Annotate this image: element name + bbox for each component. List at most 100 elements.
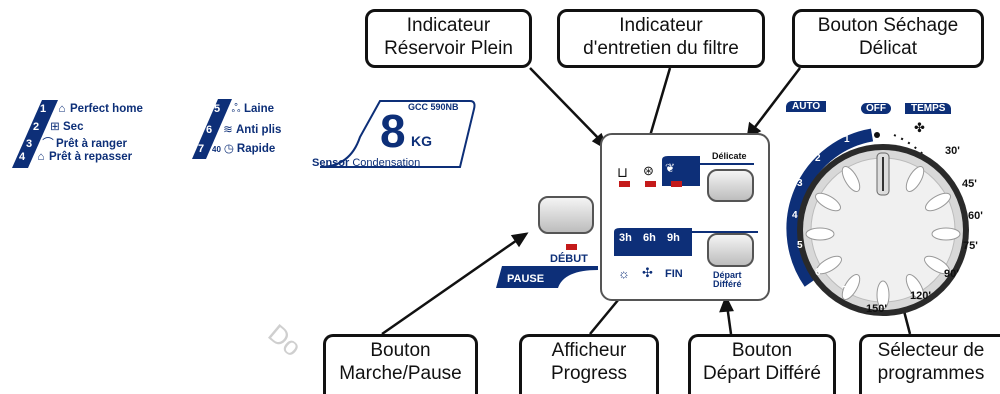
callout-filtre-line1: Indicateur bbox=[619, 15, 703, 36]
program-2: 2⊞Sec bbox=[33, 119, 83, 133]
depart-differe-label: Départ Différé bbox=[713, 271, 742, 289]
delay-9h: 9h bbox=[667, 232, 680, 244]
program-6-number: 6 bbox=[206, 124, 213, 136]
delayed-start-button[interactable] bbox=[707, 233, 754, 267]
program-1-number: 1 bbox=[40, 103, 47, 115]
filter-led bbox=[645, 181, 656, 187]
program-2-label: Sec bbox=[63, 121, 84, 133]
cupboard-icon: ⊞ bbox=[50, 121, 60, 133]
callout-filtre-line2: d'entretien du filtre bbox=[583, 38, 739, 59]
program-7-prefix: 40 bbox=[212, 145, 221, 154]
depart-word: Départ bbox=[713, 270, 742, 280]
dial-auto-1: 1 bbox=[844, 134, 850, 145]
fin-label: FIN bbox=[665, 268, 683, 280]
capacity-unit: KG bbox=[411, 133, 432, 149]
reservoir-icon: ⊔ bbox=[617, 164, 628, 180]
dial-time-120: 120' bbox=[910, 290, 931, 302]
callout-reservoir-plein: Indicateur Réservoir Plein bbox=[365, 9, 532, 68]
delicate-label: Délicate bbox=[712, 151, 747, 161]
clock-icon: ◷ bbox=[223, 143, 234, 155]
callout-sechage-line2: Délicat bbox=[858, 38, 918, 59]
program-6: 6 ≋Anti plis bbox=[206, 122, 281, 136]
start-led bbox=[566, 244, 577, 250]
arrowhead-depart bbox=[719, 294, 734, 313]
callout-depart-line1: Bouton bbox=[731, 340, 793, 361]
program-3-label: Prêt à ranger bbox=[56, 138, 127, 150]
leader-sechage bbox=[751, 67, 801, 132]
filter-icon: ⊛ bbox=[643, 163, 654, 178]
hanger-icon: ⌒ bbox=[42, 138, 54, 150]
program-3: 3 ⌒Prêt à ranger bbox=[26, 135, 127, 151]
callout-selecteur-line2: programmes bbox=[877, 363, 985, 384]
delay-6h: 6h bbox=[643, 232, 656, 244]
dial-time-45: 45' bbox=[962, 178, 977, 190]
debut-label: DÉBUT bbox=[550, 253, 588, 265]
callout-entretien-filtre: Indicateur d'entretien du filtre bbox=[557, 9, 765, 68]
dial-auto-7: 7 bbox=[842, 285, 848, 296]
delicate-led bbox=[671, 181, 682, 187]
differe-word: Différé bbox=[713, 279, 742, 289]
callout-marche-pause: Bouton Marche/Pause bbox=[323, 334, 478, 394]
program-4: 4 ⌂ Prêt à repasser bbox=[19, 151, 132, 163]
sensor-condensation-label: Sensor Condensation bbox=[312, 157, 420, 169]
callout-selecteur-line1: Sélecteur de bbox=[877, 340, 985, 361]
dial-auto-4: 4 bbox=[792, 210, 798, 221]
iron-icon: ⌂ bbox=[37, 151, 45, 163]
wool-icon: ஃ bbox=[231, 103, 241, 115]
anti-crease-icon: ≋ bbox=[223, 124, 233, 136]
callout-reservoir-line1: Indicateur bbox=[406, 15, 491, 36]
delicate-dry-icon: ❦ bbox=[665, 161, 676, 175]
fan-icon: ✣ bbox=[642, 265, 653, 280]
program-1: 1 ⌂ Perfect home bbox=[40, 103, 143, 115]
delay-band bbox=[614, 228, 758, 256]
callout-afficheur-line2: Progress bbox=[550, 363, 628, 384]
sensor-word: Sensor bbox=[312, 157, 350, 169]
program-4-label: Prêt à repasser bbox=[49, 151, 133, 163]
program-5-number: 5 bbox=[214, 103, 221, 115]
callout-marche-line1: Bouton bbox=[370, 340, 431, 361]
dial-auto-label: AUTO bbox=[786, 101, 827, 112]
callout-sechage-line1: Bouton Séchage bbox=[817, 15, 959, 36]
dial-auto-5: 5 bbox=[797, 240, 803, 251]
capacity-value: 8 bbox=[380, 105, 406, 157]
delicate-band bbox=[662, 156, 754, 186]
callout-depart-line2: Départ Différé bbox=[703, 363, 821, 384]
callout-sechage-delicat: Bouton Séchage Délicat bbox=[792, 9, 984, 68]
leader-reservoir bbox=[529, 67, 604, 144]
start-pause-button[interactable] bbox=[538, 196, 594, 234]
delay-3h: 3h bbox=[619, 232, 632, 244]
model-code: GCC 590NB bbox=[408, 102, 459, 112]
pause-band bbox=[496, 266, 598, 288]
program-7-label: Rapide bbox=[236, 143, 276, 155]
reservoir-led bbox=[619, 181, 630, 187]
house-icon: ⌂ bbox=[58, 103, 66, 115]
dial-time-90: 90' bbox=[944, 268, 959, 280]
dial-time-30: 30' bbox=[945, 145, 960, 157]
dial-time-60: 60' bbox=[968, 210, 983, 222]
delicate-dry-button[interactable] bbox=[707, 169, 754, 202]
program-4-number: 4 bbox=[19, 151, 26, 163]
dial-time-75: 75' bbox=[963, 240, 978, 252]
dial-temps-label: TEMPS bbox=[905, 103, 952, 114]
sun-icon: ☼ bbox=[618, 266, 630, 281]
program-dial bbox=[786, 128, 969, 316]
dial-auto-3: 3 bbox=[797, 178, 803, 189]
callout-depart-differe: Bouton Départ Différé bbox=[688, 334, 836, 394]
callout-afficheur-progress: Afficheur Progress bbox=[519, 334, 659, 394]
dial-auto-6: 6 bbox=[815, 267, 821, 278]
program-6-label: Anti plis bbox=[236, 124, 282, 136]
program-band-left bbox=[12, 100, 58, 168]
program-1-label: Perfect home bbox=[70, 103, 143, 115]
callout-reservoir-line2: Réservoir Plein bbox=[384, 38, 513, 59]
program-3-number: 3 bbox=[26, 138, 33, 150]
condensation-word: Condensation bbox=[352, 157, 421, 169]
dial-fan-icon: ✤ bbox=[914, 120, 925, 135]
pause-label: PAUSE bbox=[507, 273, 545, 285]
program-band-right bbox=[192, 99, 476, 168]
dial-time-150: 150' bbox=[866, 303, 887, 315]
dial-off-label: OFF bbox=[861, 103, 891, 114]
dial-auto-2: 2 bbox=[815, 153, 821, 164]
program-5-label: Laine bbox=[244, 103, 275, 115]
